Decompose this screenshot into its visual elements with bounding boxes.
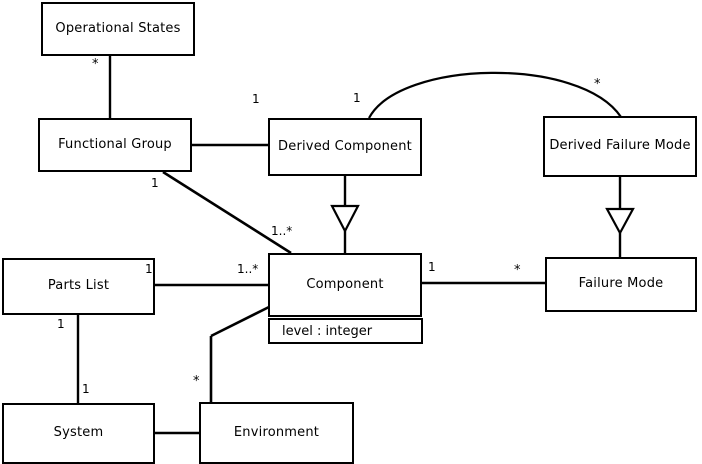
class-box-functional-group[interactable]: Functional Group [38, 118, 192, 172]
edge-derived-component-derived-failure-mode [368, 71, 622, 119]
class-box-derived-failure-mode[interactable]: Derived Failure Mode [543, 116, 697, 177]
class-name-derived-component: Derived Component [278, 138, 412, 154]
multiplicity-parts-list-component-source: 1 [145, 262, 153, 276]
multiplicity-derived-component-curve-source: 1 [353, 91, 361, 105]
class-box-system[interactable]: System [2, 403, 155, 464]
generalization-triangle-failure-mode [605, 207, 635, 236]
edge-functional-group-component [162, 170, 292, 255]
generalization-triangle-component [330, 204, 360, 234]
edge-environment-component-diagonal [210, 305, 270, 338]
class-name-derived-failure-mode: Derived Failure Mode [549, 138, 691, 154]
multiplicity-operational-states-functional-group: * [92, 57, 99, 72]
class-name-failure-mode: Failure Mode [578, 276, 664, 292]
multiplicity-environment-component: * [193, 374, 200, 389]
class-name-parts-list: Parts List [47, 278, 110, 294]
class-name-functional-group: Functional Group [58, 136, 172, 152]
attribute-level: level : integer [282, 323, 373, 339]
multiplicity-functional-group-component-source: 1 [151, 176, 159, 190]
class-box-derived-component[interactable]: Derived Component [268, 118, 422, 176]
class-attributes-component[interactable]: level : integer [268, 318, 423, 344]
class-box-environment[interactable]: Environment [199, 402, 354, 464]
class-box-parts-list[interactable]: Parts List [2, 258, 155, 315]
multiplicity-component-failure-mode-target: * [514, 263, 521, 278]
multiplicity-derived-failure-mode-curve-target: * [594, 77, 601, 92]
class-box-component[interactable]: Component [268, 253, 422, 317]
multiplicity-functional-group-derived-component: 1 [252, 92, 260, 106]
multiplicity-component-failure-mode-source: 1 [428, 260, 436, 274]
multiplicity-parts-list-component-target: 1..* [237, 262, 259, 276]
multiplicity-parts-list-system-source: 1 [57, 317, 65, 331]
class-box-operational-states[interactable]: Operational States [41, 2, 195, 56]
class-name-operational-states: Operational States [55, 20, 181, 36]
class-name-component: Component [306, 276, 384, 292]
multiplicity-parts-list-system-target: 1 [82, 382, 90, 396]
multiplicity-functional-group-component-target: 1..* [271, 224, 293, 238]
class-box-failure-mode[interactable]: Failure Mode [545, 257, 697, 312]
class-name-system: System [53, 425, 104, 441]
class-name-environment: Environment [233, 424, 320, 440]
